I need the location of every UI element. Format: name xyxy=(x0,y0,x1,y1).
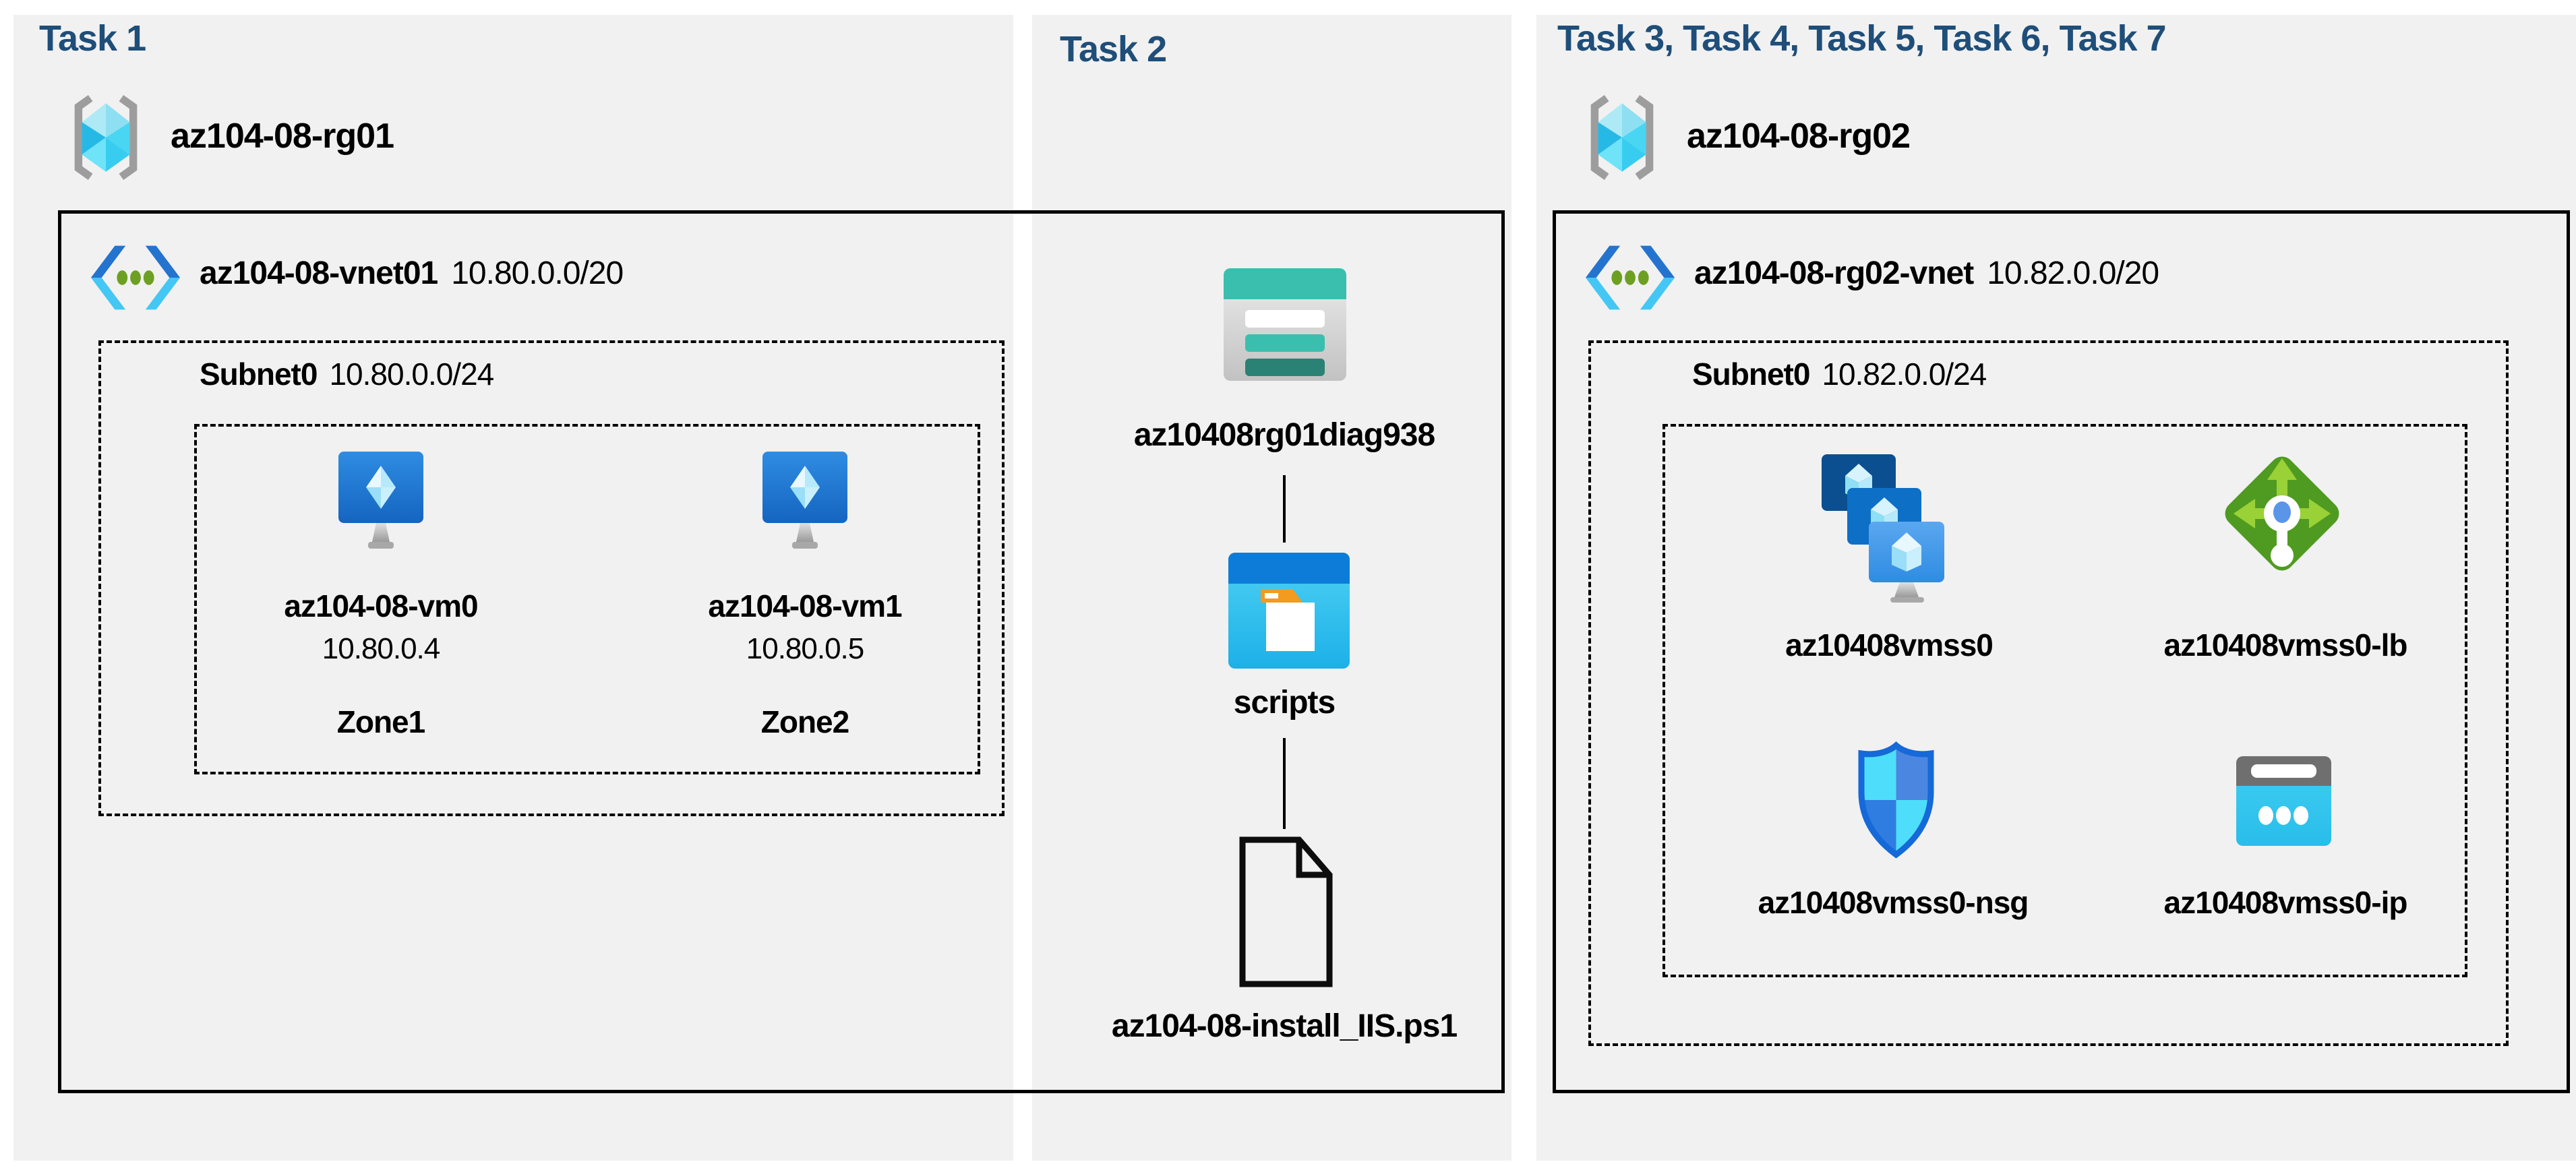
load-balancer-icon xyxy=(2225,456,2339,571)
subnet1-box xyxy=(98,340,1005,816)
subnet1-name: Subnet0 xyxy=(200,357,318,392)
connector-line xyxy=(1283,738,1286,829)
script-file-label: az104-08-install_IIS.ps1 xyxy=(1111,1008,1458,1044)
virtual-machine-icon xyxy=(338,452,423,549)
storage-account-icon xyxy=(1224,268,1346,381)
public-ip-icon xyxy=(2236,756,2331,846)
subnet2-cidr: 10.82.0.0/24 xyxy=(1822,357,1987,392)
panel-task1 xyxy=(13,15,1013,1161)
zones-box xyxy=(194,424,980,774)
subnet2-box xyxy=(1588,340,2509,1046)
vnet1-cidr: 10.80.0.0/20 xyxy=(451,255,624,291)
vm1-ip-label: 10.80.0.5 xyxy=(746,632,865,665)
subnet1-cidr: 10.80.0.0/24 xyxy=(329,357,494,392)
blob-container-icon xyxy=(1228,553,1350,669)
vnet2-boundary-box xyxy=(1553,210,2570,1093)
task1-heading: Task 1 xyxy=(39,18,146,59)
vnet2-label: az104-08-rg02-vnet 10.82.0.0/20 xyxy=(1694,255,2159,292)
subnet2-name: Subnet0 xyxy=(1692,357,1810,392)
panel-task3 xyxy=(1536,15,2576,1161)
nsg-label: az10408vmss0-nsg xyxy=(1758,885,2029,920)
vnet1-boundary-box xyxy=(58,210,1505,1093)
resource-group-1-label: az104-08-rg01 xyxy=(171,117,394,156)
vnet1-name: az104-08-vnet01 xyxy=(200,255,438,291)
vmss-resources-box xyxy=(1663,424,2467,977)
vm1-zone-label: Zone2 xyxy=(760,704,849,739)
vmss-icon xyxy=(1822,454,1944,603)
vm1-name-label: az104-08-vm1 xyxy=(708,588,902,623)
vnet1-label: az104-08-vnet01 10.80.0.0/20 xyxy=(200,255,624,292)
resource-group-2-label: az104-08-rg02 xyxy=(1687,117,1911,156)
vm0-ip-label: 10.80.0.4 xyxy=(322,632,441,665)
load-balancer-label: az10408vmss0-lb xyxy=(2163,627,2408,663)
container-label: scripts xyxy=(1233,685,1336,720)
virtual-network-icon xyxy=(1585,245,1675,310)
vm0-zone-label: Zone1 xyxy=(336,704,425,739)
vnet2-name: az104-08-rg02-vnet xyxy=(1694,255,1974,291)
file-icon xyxy=(1239,836,1333,987)
vnet2-cidr: 10.82.0.0/20 xyxy=(1987,255,2159,291)
vm0-name-label: az104-08-vm0 xyxy=(284,588,478,623)
nsg-icon xyxy=(1858,741,1934,859)
connector-line xyxy=(1283,475,1286,543)
task3-heading: Task 3, Task 4, Task 5, Task 6, Task 7 xyxy=(1557,18,2167,59)
storage-account-label: az10408rg01diag938 xyxy=(1133,417,1435,453)
subnet1-label: Subnet0 10.80.0.0/24 xyxy=(200,356,494,392)
virtual-machine-icon xyxy=(762,452,847,549)
resource-group-icon xyxy=(1590,94,1654,181)
resource-group-icon xyxy=(74,94,138,181)
virtual-network-icon xyxy=(90,245,181,310)
public-ip-label: az10408vmss0-ip xyxy=(2163,885,2408,920)
task2-heading: Task 2 xyxy=(1060,29,1167,69)
vmss-label: az10408vmss0 xyxy=(1785,627,1994,663)
subnet2-label: Subnet0 10.82.0.0/24 xyxy=(1692,356,1987,392)
